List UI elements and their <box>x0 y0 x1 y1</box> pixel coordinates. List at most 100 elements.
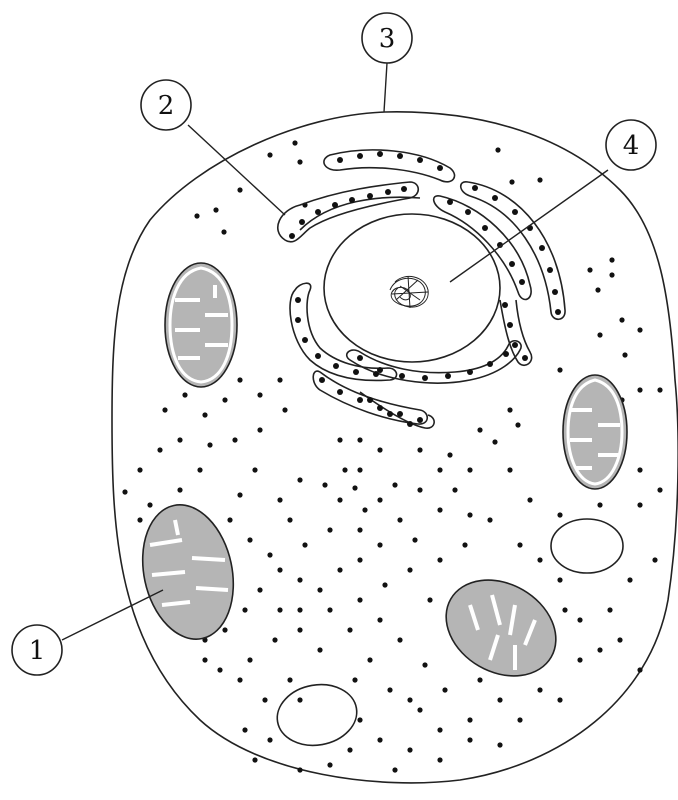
ribosome-dot <box>557 577 562 582</box>
mitochondrion <box>563 375 627 489</box>
ribosome-dot <box>287 517 292 522</box>
ribosome-dot <box>177 437 182 442</box>
ribosome-dot <box>417 487 422 492</box>
ribosome-dot <box>257 392 262 397</box>
ribosome-dot <box>327 762 332 767</box>
ribosome-dot <box>342 467 347 472</box>
ribosome-dot <box>617 637 622 642</box>
ribosome-dot <box>462 542 467 547</box>
er-ribosome-dot <box>295 297 301 303</box>
ribosome-dot <box>322 482 327 487</box>
er-ribosome-dot <box>417 417 423 423</box>
er-ribosome-dot <box>509 261 515 267</box>
er-ribosome-dot <box>295 317 301 323</box>
er-ribosome-dot <box>522 355 528 361</box>
ribosome-dot <box>422 662 427 667</box>
ribosome-dot <box>607 607 612 612</box>
ribosome-dot <box>397 517 402 522</box>
ribosome-dot <box>622 352 627 357</box>
ribosome-dot <box>477 677 482 682</box>
er-ribosome-dot <box>401 186 407 192</box>
er-ribosome-dot <box>445 373 451 379</box>
er-ribosome-dot <box>397 411 403 417</box>
ribosome-dot <box>562 607 567 612</box>
ribosome-dot <box>497 697 502 702</box>
ribosome-dot <box>577 617 582 622</box>
ribosome-dot <box>377 737 382 742</box>
svg-text:4: 4 <box>623 131 640 161</box>
ribosome-dot <box>237 187 242 192</box>
ribosome-dot <box>507 467 512 472</box>
ribosome-dot <box>437 467 442 472</box>
ribosome-dot <box>262 697 267 702</box>
ribosome-dot <box>317 647 322 652</box>
ribosome-dot <box>162 407 167 412</box>
ribosome-dot <box>447 452 452 457</box>
er-ribosome-dot <box>422 375 428 381</box>
ribosome-dot <box>597 502 602 507</box>
ribosome-dot <box>137 467 142 472</box>
ribosome-dot <box>397 637 402 642</box>
ribosome-dot <box>637 502 642 507</box>
ribosome-dot <box>327 607 332 612</box>
ribosome-dot <box>287 677 292 682</box>
ribosome-dot <box>327 527 332 532</box>
er-ribosome-dot <box>539 245 545 251</box>
ribosome-dot <box>227 517 232 522</box>
ribosome-dot <box>207 442 212 447</box>
er-ribosome-dot <box>397 153 403 159</box>
ribosome-dot <box>337 567 342 572</box>
ribosome-dot <box>412 537 417 542</box>
ribosome-dot <box>257 427 262 432</box>
ribosome-dot <box>202 412 207 417</box>
ribosome-dot <box>537 177 542 182</box>
er-ribosome-dot <box>399 373 405 379</box>
rough-endoplasmic-reticulum <box>278 150 565 428</box>
ribosome-dot <box>527 497 532 502</box>
ribosome-dot <box>357 437 362 442</box>
er-ribosome-dot <box>492 195 498 201</box>
ribosome-dot <box>442 687 447 692</box>
ribosome-dot <box>637 387 642 392</box>
ribosome-dot <box>507 407 512 412</box>
ribosome-dot <box>347 747 352 752</box>
er-ribosome-dot <box>315 209 321 215</box>
ribosome-dot <box>362 507 367 512</box>
ribosome-dot <box>277 607 282 612</box>
ribosome-dot <box>357 717 362 722</box>
ribosome-dot <box>517 717 522 722</box>
ribosome-dot <box>467 737 472 742</box>
ribosome-dot <box>297 159 302 164</box>
callout-label-1: 1 <box>12 625 62 675</box>
ribosome-dot <box>352 677 357 682</box>
ribosome-dot <box>467 512 472 517</box>
ribosome-dot <box>657 487 662 492</box>
ribosome-dot <box>252 467 257 472</box>
ribosome-dot <box>182 392 187 397</box>
ribosome-dot <box>477 427 482 432</box>
ribosome-dot <box>137 517 142 522</box>
er-ribosome-dot <box>519 279 525 285</box>
ribosome-dot <box>232 437 237 442</box>
ribosome-dot <box>297 767 302 772</box>
er-ribosome-dot <box>555 309 561 315</box>
er-ribosome-dot <box>357 397 363 403</box>
ribosome-dot <box>597 332 602 337</box>
ribosome-dot <box>357 527 362 532</box>
er-ribosome-dot <box>299 219 305 225</box>
ribosome-dot <box>352 485 357 490</box>
ribosome-dot <box>297 477 302 482</box>
ribosome-dot <box>237 677 242 682</box>
ribosome-dot <box>427 597 432 602</box>
ribosome-dot <box>619 317 624 322</box>
ribosome-dot <box>157 447 162 452</box>
ribosome-dot <box>537 557 542 562</box>
er-ribosome-dot <box>319 377 325 383</box>
ribosome-dot <box>557 512 562 517</box>
ribosome-dot <box>247 657 252 662</box>
ribosome-dot <box>347 627 352 632</box>
ribosome-dot <box>392 767 397 772</box>
ribosome-dot <box>652 557 657 562</box>
ribosome-dot <box>387 687 392 692</box>
ribosome-dot <box>217 667 222 672</box>
